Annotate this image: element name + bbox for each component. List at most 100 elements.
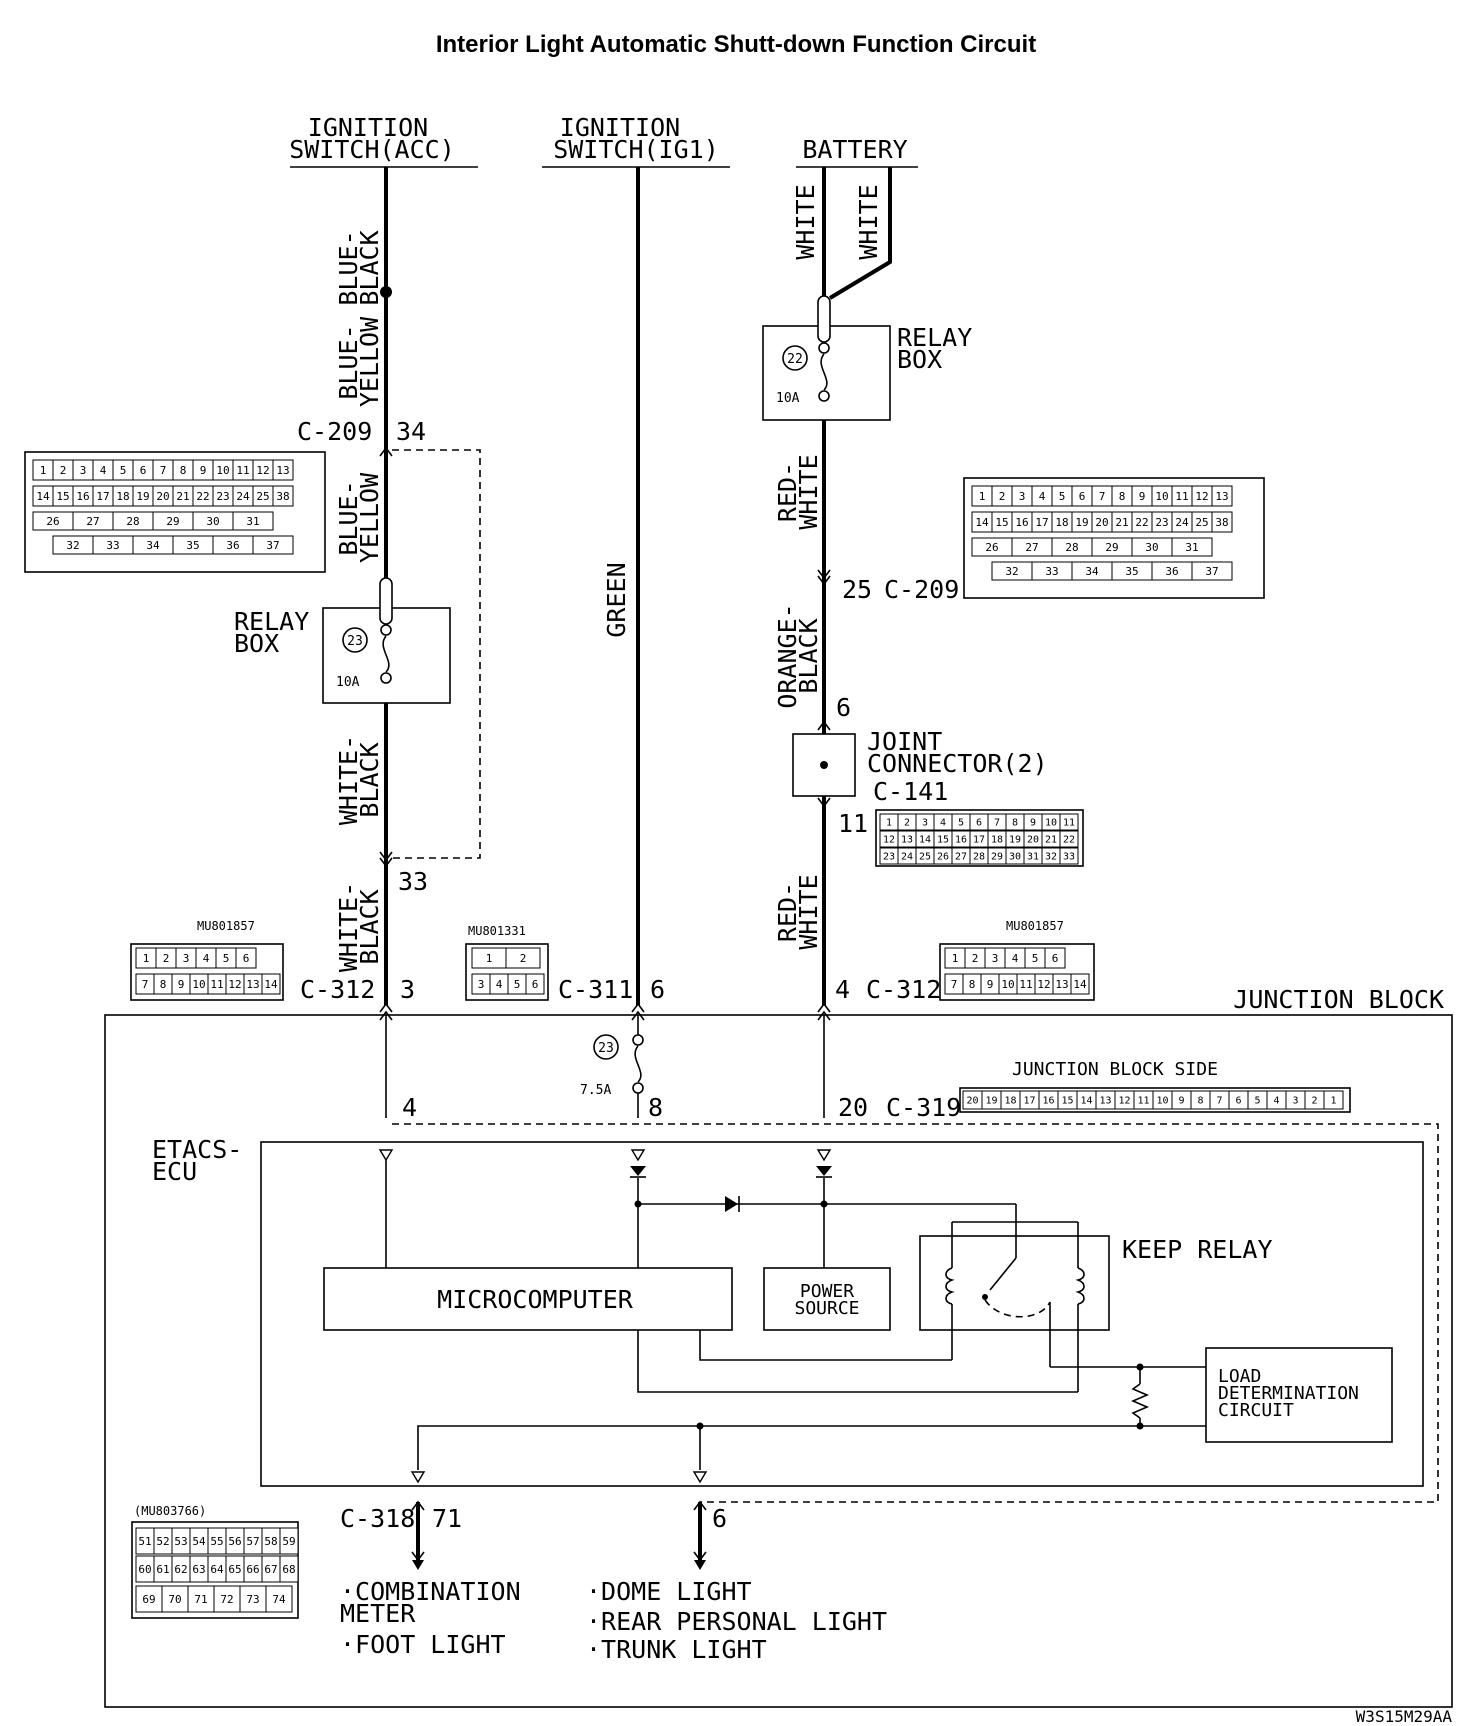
connector-cell-label: 19 (1075, 516, 1088, 529)
connector-cell-label: 30 (1009, 852, 1021, 863)
part-mu803766: (MU803766) (134, 1504, 206, 1518)
connector-cell-label: 60 (138, 1563, 151, 1576)
connector-cell-label: 36 (1165, 565, 1178, 578)
output-right-1: ·DOME LIGHT (586, 1577, 752, 1606)
relay-box-left-rating: 10A (336, 675, 360, 690)
connector-cell-label: 20 (1027, 835, 1039, 846)
connector-cell-label: 8 (1119, 490, 1126, 503)
etacs-label-2: ECU (152, 1157, 197, 1186)
output-left-1: ·COMBINATION (340, 1577, 521, 1606)
connector-cell-label: 32 (66, 539, 79, 552)
connector-cell-label: 15 (56, 490, 69, 503)
load-det-label-2: DETERMINATION (1218, 1383, 1359, 1404)
connector-cell-label: 3 (80, 464, 87, 477)
connector-cell-label: 51 (138, 1535, 151, 1548)
connector-cell-label: 65 (228, 1563, 241, 1576)
connector-cell-label: 7 (1099, 490, 1106, 503)
connector-cell-label: 24 (1175, 516, 1189, 529)
junction-block-outline (104, 1014, 1453, 1708)
connector-cell-label: 18 (1004, 1096, 1016, 1107)
connector-cell-label: 4 (203, 952, 210, 965)
connector-cell-label: 68 (282, 1563, 295, 1576)
connector-cell-label: 14 (1080, 1096, 1092, 1107)
connector-cell (1059, 813, 1079, 831)
pin-jb-8: 8 (648, 1093, 663, 1122)
connector-cell-label: 34 (1085, 565, 1099, 578)
connector-cell-label: 14 (919, 835, 931, 846)
source-ignition-ig1: IGNITION SWITCH(IG1) (542, 113, 730, 168)
connector-cell-label: 12 (1118, 1096, 1130, 1107)
wire-white-black-low-2: BLACK (355, 889, 384, 964)
connector-cell-label: 74 (272, 1593, 286, 1606)
power-source-label-2: SOURCE (794, 1298, 859, 1319)
connector-cell-label: 59 (282, 1535, 295, 1548)
connector-cell-label: 5 (1032, 952, 1039, 965)
connector-cell-label: 5 (223, 952, 230, 965)
connector-cell-label: 37 (266, 539, 279, 552)
wire-red-white-top-2: WHITE (794, 454, 823, 529)
etacs-label-1: ETACS- (152, 1135, 242, 1164)
connector-cell (235, 947, 257, 969)
connector-cell-label: 64 (210, 1563, 224, 1576)
relay-box-left-label-1: RELAY (234, 607, 309, 636)
wire-red-white-low-1: RED- (773, 882, 802, 942)
connector-cell (265, 1585, 293, 1613)
connector-cell-label: 32 (1005, 565, 1018, 578)
connector-cell-label: 6 (1079, 490, 1086, 503)
connector-cell (525, 973, 545, 995)
relay-box-right-fuse-no: 22 (787, 352, 803, 367)
connector-cell-label: 8 (1197, 1096, 1203, 1107)
connector-cell-label: 20 (156, 490, 169, 503)
connector-cell-label: 2 (904, 818, 910, 829)
connector-c311: C-311 (558, 975, 633, 1004)
connector-cell-label: 27 (955, 852, 967, 863)
connector-cell-label: 7 (1216, 1096, 1222, 1107)
pin-out-6: 6 (712, 1504, 727, 1533)
wire-red-white-low-2: WHITE (794, 874, 823, 949)
figure-code: W3S15M29AA (1356, 1707, 1453, 1726)
connector-cell-label: 11 (1019, 978, 1032, 991)
connector-cell-label: 3 (922, 818, 928, 829)
connector-cell (239, 1585, 267, 1613)
connector-cell-label: 11 (1137, 1096, 1149, 1107)
connector-cell-label: 1 (952, 952, 959, 965)
connector-cell-label: 13 (1099, 1096, 1111, 1107)
wire-blue-yellow-top-2: YELLOW (355, 316, 384, 407)
connector-cell-label: 34 (146, 539, 160, 552)
connector-cell (279, 1527, 299, 1555)
connector-cell-label: 15 (995, 516, 1008, 529)
connector-cell-label: 19 (136, 490, 149, 503)
output-left-3: ·FOOT LIGHT (340, 1630, 506, 1659)
connector-cell-label: 2 (60, 464, 67, 477)
connector-cell-label: 58 (264, 1535, 277, 1548)
load-det-label-3: CIRCUIT (1218, 1400, 1294, 1421)
source-ig1-line1: IGNITION (560, 113, 680, 142)
relay-box-left: 23 10A (322, 577, 451, 704)
connector-cell-label: 11 (210, 978, 223, 991)
junction-fuse-rating: 7.5A (580, 1083, 611, 1098)
connector-cell-label: 10 (1045, 818, 1057, 829)
source-acc-line2: SWITCH(ACC) (289, 135, 455, 164)
connector-cell-label: 1 (143, 952, 150, 965)
connector-cell-label: 13 (1215, 490, 1228, 503)
connector-cell-label: 19 (985, 1096, 997, 1107)
connector-cell-label: 27 (86, 515, 99, 528)
connector-cell-label: 73 (246, 1593, 259, 1606)
connector-cell (1059, 847, 1079, 865)
connector-cell-label: 33 (106, 539, 119, 552)
connector-cell-label: 4 (496, 978, 503, 991)
connector-cell-label: 72 (220, 1593, 233, 1606)
connector-cell-label: 61 (156, 1563, 169, 1576)
connector-cell-label: 54 (192, 1535, 206, 1548)
connector-cell (1044, 947, 1066, 969)
connector-cell-label: 20 (1095, 516, 1108, 529)
connector-cell-label: 70 (168, 1593, 181, 1606)
connector-cell-label: 10 (1156, 1096, 1168, 1107)
connector-cell-label: 33 (1045, 565, 1058, 578)
connector-cell-label: 25 (256, 490, 269, 503)
connector-cell-label: 1 (979, 490, 986, 503)
